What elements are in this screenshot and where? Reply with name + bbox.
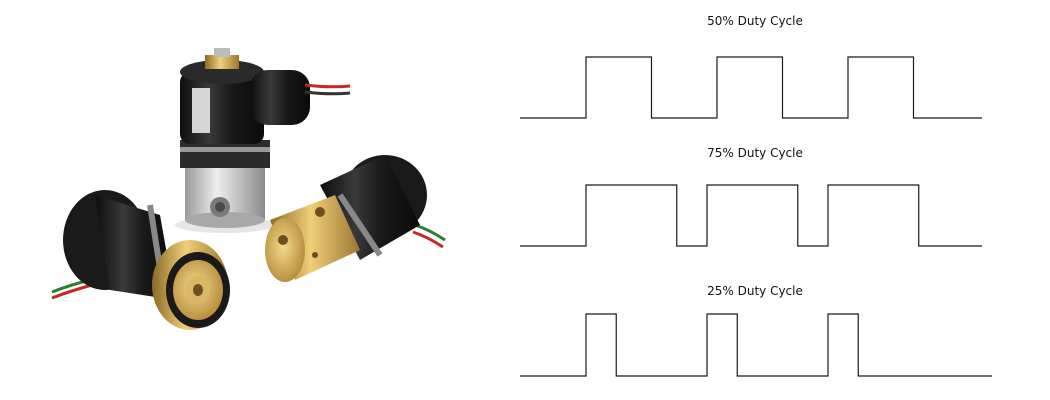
waveform-25-percent [520, 313, 992, 377]
waveform-title-50: 50% Duty Cycle [707, 14, 803, 28]
waveform-50-percent [520, 56, 982, 119]
valve-right [265, 155, 446, 282]
valve-left [51, 190, 230, 330]
waveform-title-75: 75% Duty Cycle [707, 146, 803, 160]
waveform-75-percent [520, 184, 982, 247]
solenoid-valves-photo [51, 48, 446, 330]
valve-center [175, 48, 351, 233]
waveform-title-25: 25% Duty Cycle [707, 284, 803, 298]
